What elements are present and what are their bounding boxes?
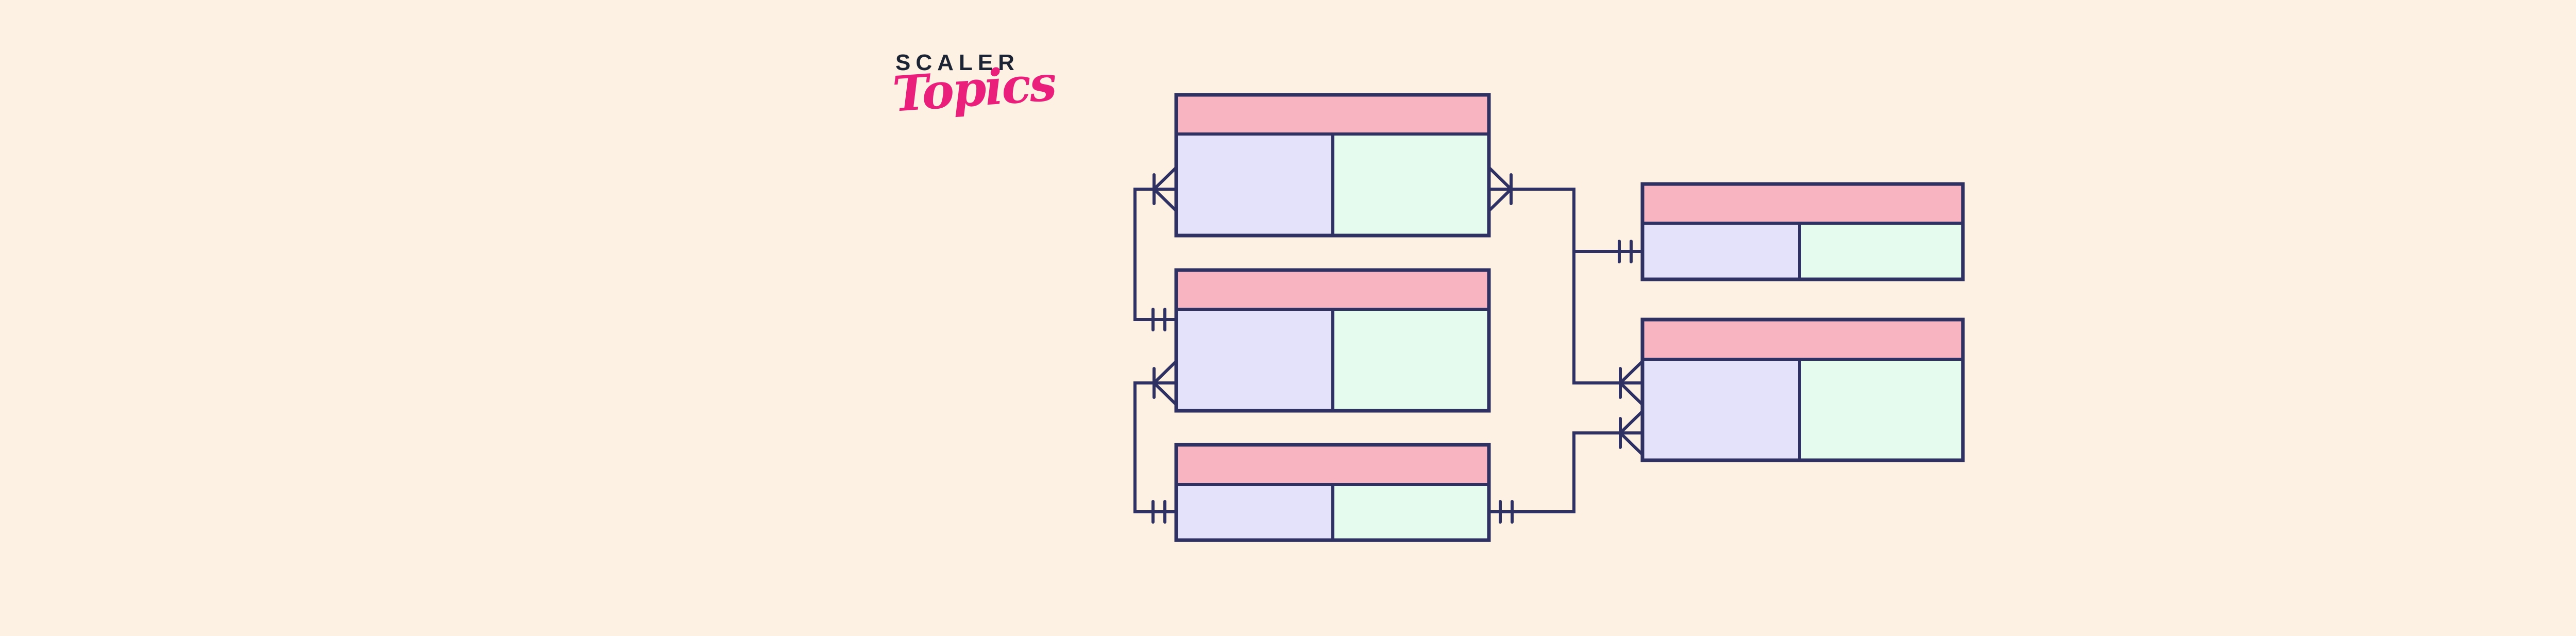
entity-top-right [1640, 182, 1965, 281]
entity-header-row [1175, 443, 1490, 486]
entity-attribute-cell [1331, 132, 1490, 237]
entity-key-cell [1175, 483, 1334, 542]
entity-top-left [1174, 93, 1491, 238]
entity-outline [1174, 93, 1491, 238]
entity-key-cell [1175, 308, 1334, 412]
entity-bottom-left [1174, 443, 1491, 542]
double-bar-one-icon [1151, 500, 1166, 524]
entity-attribute-cell [1331, 483, 1490, 542]
crow-foot-many-icon [1153, 360, 1178, 406]
entity-attribute-cell [1798, 222, 1964, 281]
entity-header-row [1175, 269, 1490, 311]
entity-header-row [1641, 182, 1964, 225]
crow-foot-many-icon [1487, 166, 1513, 212]
double-bar-one-icon [1499, 500, 1514, 524]
entity-outline [1640, 182, 1965, 281]
entity-bottom-right [1640, 317, 1965, 462]
entity-key-cell [1175, 132, 1334, 237]
entity-header-row [1641, 318, 1964, 361]
entity-attribute-cell [1798, 358, 1964, 462]
entity-key-cell [1641, 358, 1801, 462]
connector-topleft-to-middleleft [1133, 166, 1178, 331]
crow-foot-many-icon [1153, 166, 1178, 212]
double-bar-one-icon [1151, 308, 1166, 331]
entity-outline [1174, 268, 1491, 413]
connector-bottomleft-to-bottomright-lower [1487, 410, 1644, 524]
entity-middle-left [1174, 268, 1491, 413]
entity-header-row [1175, 93, 1490, 136]
entity-key-cell [1641, 222, 1801, 281]
scaler-topics-logo: SCALER Topics [891, 50, 1057, 123]
connector-branch-to-topright [1572, 240, 1644, 263]
crow-foot-many-icon [1619, 360, 1644, 406]
logo-scaler-text: SCALER [895, 50, 1020, 75]
double-bar-one-icon [1618, 240, 1633, 263]
crow-foot-many-icon [1619, 410, 1644, 456]
entity-attribute-cell [1331, 308, 1490, 412]
connector-topleft-to-bottomright-upper [1487, 166, 1644, 406]
entity-outline [1640, 317, 1965, 462]
entity-outline [1174, 443, 1491, 542]
connector-middleleft-to-bottomleft [1133, 360, 1178, 524]
